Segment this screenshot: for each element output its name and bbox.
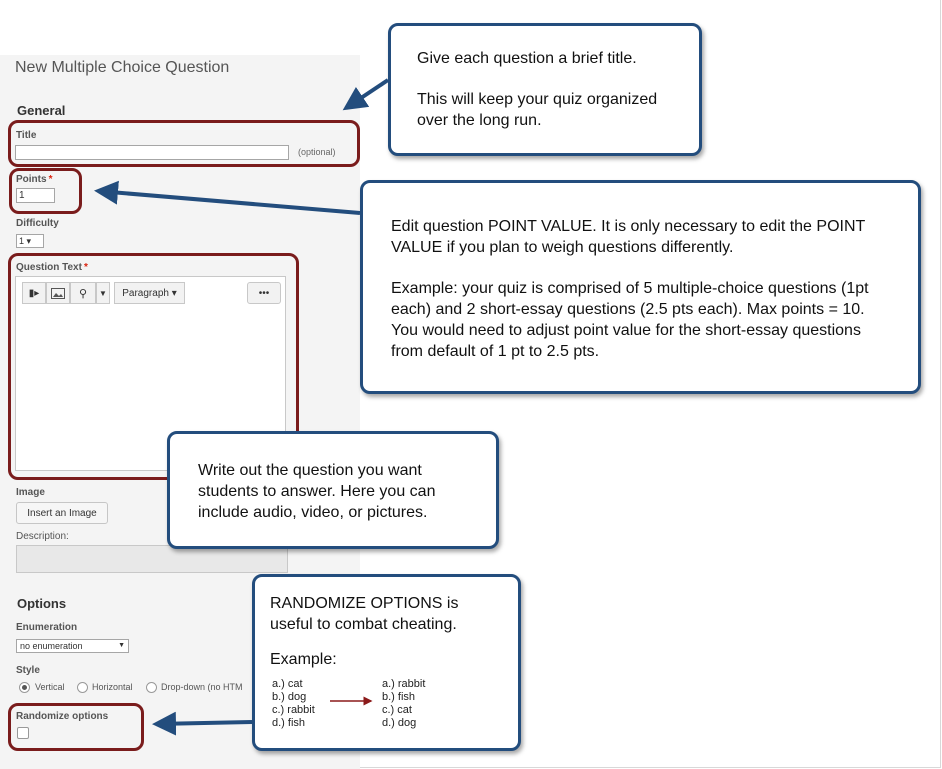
list-item: c.) rabbit bbox=[272, 704, 315, 716]
media-icon: ▮▸ bbox=[28, 287, 40, 299]
points-highlight-ring bbox=[9, 168, 82, 214]
enumeration-value: no enumeration bbox=[20, 641, 83, 651]
points-tip-line1: Edit question POINT VALUE. It is only ne… bbox=[391, 218, 865, 256]
difficulty-label: Difficulty bbox=[16, 218, 59, 229]
required-marker: * bbox=[83, 262, 88, 273]
title-tip-line1: Give each question a brief title. bbox=[417, 50, 637, 67]
randomize-tip-line1: RANDOMIZE OPTIONS is useful to combat ch… bbox=[270, 595, 459, 633]
enumeration-select[interactable]: no enumeration ▼ bbox=[16, 639, 129, 653]
list-item: b.) fish bbox=[382, 691, 416, 703]
insert-media-button[interactable]: ▮▸ bbox=[22, 282, 46, 304]
image-label: Image bbox=[16, 487, 45, 498]
style-dropdown-label: Drop-down (no HTM bbox=[161, 682, 243, 692]
points-tip-line2: Example: your quiz is comprised of 5 mul… bbox=[391, 280, 869, 360]
list-item: c.) cat bbox=[382, 704, 412, 716]
insert-image-toolbar-button[interactable] bbox=[46, 282, 70, 304]
style-vertical-label: Vertical bbox=[35, 682, 65, 692]
question-tip-line1: Write out the question you want students… bbox=[198, 462, 436, 521]
page-title: New Multiple Choice Question bbox=[15, 59, 230, 76]
title-optional-hint: (optional) bbox=[298, 147, 336, 157]
title-tip-callout: Give each question a brief title. This w… bbox=[388, 23, 702, 156]
list-item: d.) fish bbox=[272, 717, 306, 729]
example-after-list: a.) rabbit b.) fish c.) cat d.) dog bbox=[382, 678, 425, 730]
title-highlight-ring bbox=[8, 120, 360, 167]
paragraph-format-dropdown[interactable]: Paragraph ▾ bbox=[114, 282, 185, 304]
points-label: Points* bbox=[16, 174, 53, 185]
chevron-down-icon: ▼ bbox=[118, 642, 125, 649]
style-horizontal-radio[interactable] bbox=[77, 682, 88, 693]
title-input[interactable] bbox=[15, 145, 289, 160]
randomize-options-checkbox[interactable] bbox=[17, 727, 29, 739]
question-text-highlight-ring bbox=[8, 253, 299, 480]
required-marker: * bbox=[48, 174, 53, 185]
difficulty-select[interactable]: 1 ▾ bbox=[16, 234, 44, 248]
description-field[interactable] bbox=[16, 545, 288, 573]
insert-link-button[interactable]: ⚲ bbox=[70, 282, 96, 304]
insert-image-button[interactable]: Insert an Image bbox=[16, 502, 108, 524]
link-icon: ⚲ bbox=[78, 287, 88, 300]
more-actions-button[interactable]: ••• bbox=[247, 282, 281, 304]
style-dropdown-radio[interactable] bbox=[146, 682, 157, 693]
list-item: a.) rabbit bbox=[382, 678, 426, 690]
insert-dropdown-button[interactable]: ▼ bbox=[96, 282, 110, 304]
randomize-options-label: Randomize options bbox=[16, 711, 109, 722]
chevron-down-icon: ▼ bbox=[99, 288, 107, 298]
question-tip-callout: Write out the question you want students… bbox=[167, 431, 499, 549]
enumeration-label: Enumeration bbox=[16, 622, 78, 633]
example-before-list: a.) cat b.) dog c.) rabbit d.) fish bbox=[272, 678, 315, 730]
list-item: d.) dog bbox=[382, 717, 417, 729]
points-input[interactable]: 1 bbox=[16, 188, 55, 203]
general-heading: General bbox=[17, 103, 66, 118]
randomize-highlight-ring bbox=[8, 703, 144, 751]
style-horizontal-label: Horizontal bbox=[92, 682, 133, 692]
style-label: Style bbox=[16, 665, 40, 676]
image-icon bbox=[51, 287, 65, 299]
title-tip-line2: This will keep your quiz organized over … bbox=[417, 91, 658, 129]
description-label: Description: bbox=[16, 531, 69, 542]
question-text-label: Question Text* bbox=[16, 262, 88, 273]
options-heading: Options bbox=[17, 596, 67, 611]
randomize-tip-example-heading: Example: bbox=[270, 651, 337, 668]
points-tip-callout: Edit question POINT VALUE. It is only ne… bbox=[360, 180, 921, 394]
randomize-tip-callout: RANDOMIZE OPTIONS is useful to combat ch… bbox=[252, 574, 521, 751]
list-item: a.) cat bbox=[272, 678, 303, 690]
list-item: b.) dog bbox=[272, 691, 307, 703]
title-label: Title bbox=[16, 130, 37, 141]
style-vertical-radio[interactable] bbox=[19, 682, 30, 693]
